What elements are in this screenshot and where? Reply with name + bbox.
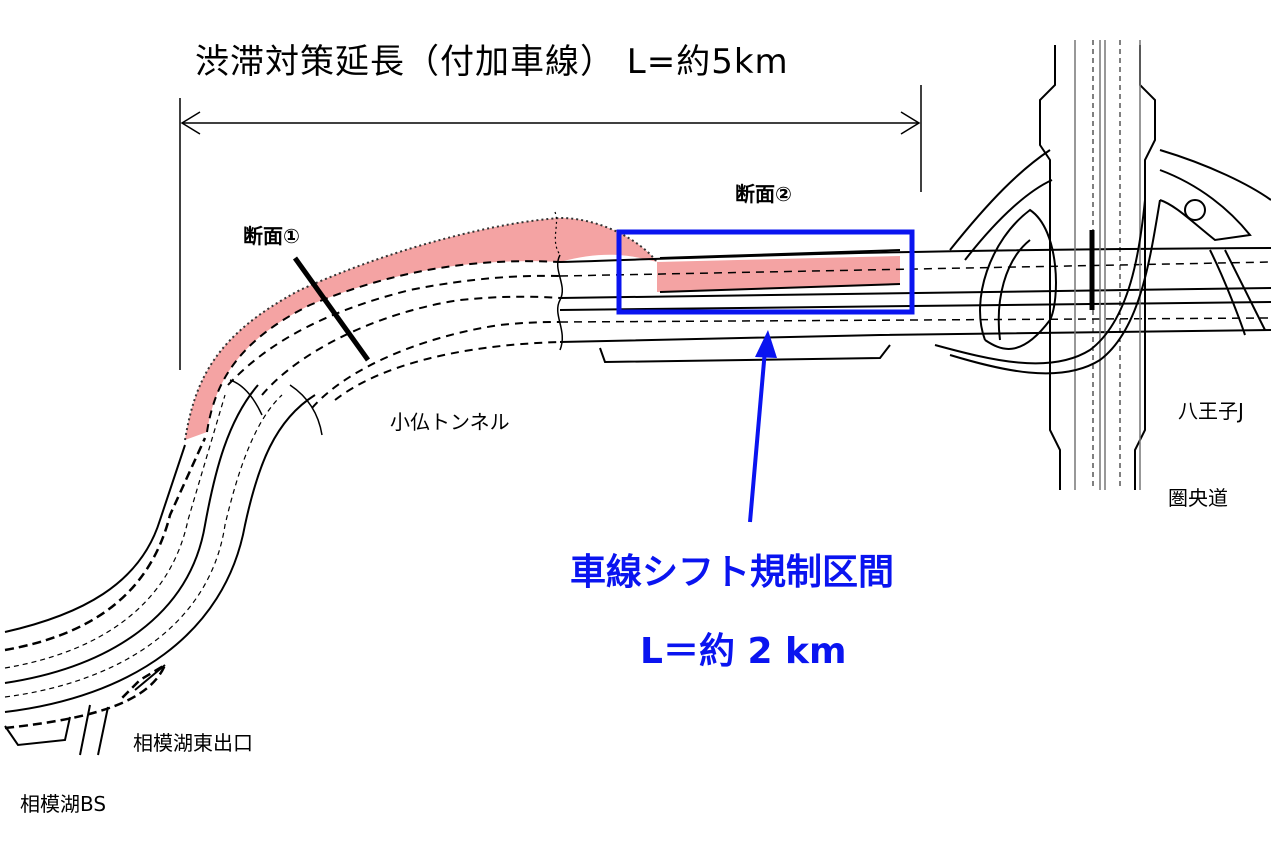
dimension-arrow — [179, 85, 922, 370]
tunnel-label: 小仏トンネル — [390, 410, 510, 434]
section-2-label: 断面② — [735, 182, 792, 206]
section-1-label: 断面① — [243, 224, 300, 248]
ken-o-do-label: 圏央道 — [1168, 486, 1228, 510]
lane-shift-title: 車線シフト規制区間 — [570, 552, 895, 593]
page-title: 渋滞対策延長（付加車線） L=約5km — [195, 42, 789, 82]
lane-shift-length: L＝約 2 km — [640, 631, 847, 672]
lane-shift-arrow — [748, 330, 777, 523]
lane-shift-box — [616, 229, 915, 315]
junction-label: 八王子J — [1178, 399, 1244, 423]
bus-stop-label: 相模湖BS — [20, 792, 107, 816]
section-1-marker — [292, 256, 371, 362]
exit-label: 相模湖東出口 — [133, 731, 253, 755]
added-lane-highlight — [185, 218, 900, 440]
